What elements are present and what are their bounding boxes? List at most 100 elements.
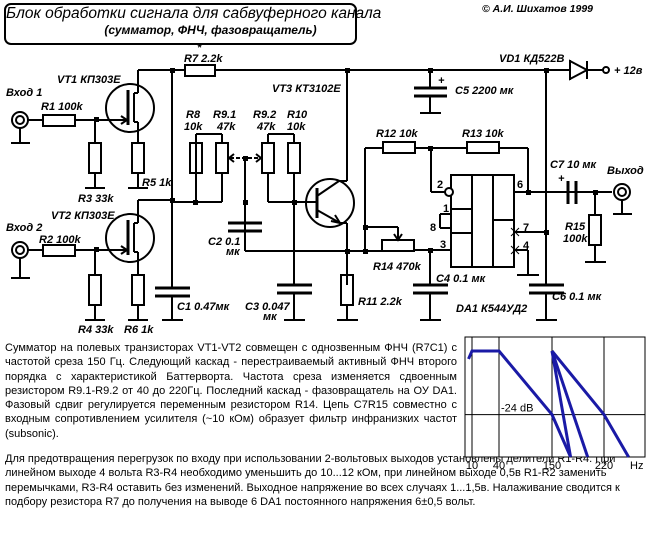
description-paragraph-2: Для предотвращения перегрузок по входу п… (5, 453, 620, 508)
r5-label: R5 1k (142, 177, 172, 189)
diode-vd1 (569, 59, 590, 81)
junction-dot (243, 200, 248, 205)
resistor-r3 (88, 142, 102, 174)
junction-dot (94, 247, 99, 252)
c3-label: C3 0.047 (245, 301, 291, 313)
wiper-arrow (227, 153, 235, 163)
transistor-vt1 (105, 70, 155, 143)
junction-dot (428, 248, 433, 253)
c6-label: C6 0.1 мк (552, 291, 603, 303)
junction-dot (363, 249, 368, 254)
title-box: Блок обработки сигнала для сабвуферного … (4, 3, 382, 45)
r10-name: R10 (287, 109, 308, 121)
pin-6: 6 (517, 179, 523, 191)
output-label: Выход (607, 165, 644, 177)
opamp-da1 (439, 174, 590, 276)
c1-label: C1 0.47мк (177, 301, 231, 313)
c4-label: C4 0.1 мк (436, 273, 487, 285)
pin-2: 2 (437, 179, 443, 191)
r13-label: R13 10k (462, 128, 504, 140)
r4-label: R4 33k (78, 324, 114, 335)
copyright: © А.И. Шихатов 1999 (482, 3, 594, 15)
series-line-1 (550, 350, 573, 458)
r2-label: R2 100k (39, 234, 81, 246)
da1-label: DA1 К544УД2 (456, 303, 527, 315)
circuit-schematic: Вход 1 Вход 2 R1 100k R2 100k R3 33k R4 … (6, 42, 644, 335)
input1-label: Вход 1 (6, 87, 42, 99)
junction-dot (345, 249, 350, 254)
resistor-r6 (131, 274, 145, 306)
junction-dot (544, 230, 549, 235)
resistor-r5 (131, 142, 145, 174)
r7-select-mark: * (197, 42, 202, 54)
annotation-24db: -24 dB (501, 403, 533, 415)
input1-jack (11, 111, 29, 129)
r14-label: R14 470k (373, 261, 422, 273)
resistor-r2 (42, 244, 76, 257)
pin-4: 4 (523, 240, 530, 252)
series-line-0 (467, 349, 572, 458)
resistor-r9-1 (215, 142, 229, 174)
input2-jack (11, 241, 29, 259)
output-jack (613, 183, 631, 201)
junction-dot (94, 117, 99, 122)
input2-jack-center (15, 245, 25, 255)
resistor-r10 (287, 142, 301, 174)
vt1-label: VT1 КП303Е (57, 74, 121, 86)
r9-1-name: R9.1 (213, 109, 236, 121)
r9-2-name: R9.2 (253, 109, 276, 121)
r12-label: R12 10k (376, 128, 418, 140)
r15-value: 100k (563, 233, 588, 245)
junction-dot (428, 68, 433, 73)
r10-value: 10k (287, 121, 306, 133)
c7-label: C7 10 мк (550, 159, 598, 171)
r8-value: 10k (184, 121, 203, 133)
r15-name: R15 (565, 221, 586, 233)
c3-unit: мк (263, 311, 278, 323)
c7-polarity: + (558, 173, 565, 185)
c2-label: C2 0.1 (208, 236, 240, 248)
r9-1-value: 47k (216, 121, 236, 133)
r8-name: R8 (186, 109, 201, 121)
pin-8: 8 (430, 222, 436, 234)
input1-jack-center (15, 115, 25, 125)
resistor-r12 (382, 141, 416, 154)
resistor-r1 (42, 114, 76, 127)
junction-dot (345, 68, 350, 73)
x-tick-label: 40 (493, 460, 505, 470)
page-subtitle: (сумматор, ФНЧ, фазовращатель) (104, 23, 317, 37)
junction-dot (193, 200, 198, 205)
x-axis-unit: Hz (630, 460, 643, 470)
transistor-vt2 (105, 199, 172, 275)
x-tick-label: 10 (466, 460, 478, 470)
supply-label: + 12в (614, 65, 643, 77)
supply-terminal (602, 66, 610, 74)
r1-label: R1 100k (41, 101, 83, 113)
series-line-2 (550, 350, 590, 458)
resistor-r15 (588, 214, 602, 246)
input2-label: Вход 2 (6, 222, 42, 234)
pin-7: 7 (523, 222, 529, 234)
junction-dot (526, 190, 531, 195)
c5-label: C5 2200 мк (455, 85, 515, 97)
vd1-label: VD1 КД522В (499, 53, 565, 65)
junction-dot (292, 200, 297, 205)
pin-1: 1 (443, 203, 449, 215)
vt2-label: VT2 КП303Е (51, 210, 115, 222)
junction-dot (428, 146, 433, 151)
resistor-r4 (88, 274, 102, 306)
resistor-r13 (466, 141, 500, 154)
r9-2-value: 47k (256, 121, 276, 133)
page-title: Блок обработки сигнала для сабвуферного … (6, 5, 382, 22)
junction-dot (593, 190, 598, 195)
r7-label: R7 2.2k (184, 53, 223, 65)
junction-dot (363, 225, 368, 230)
x-tick-label: 220 (595, 460, 613, 470)
r6-label: R6 1k (124, 324, 154, 335)
series-line-3 (550, 350, 630, 458)
junction-dot (243, 156, 248, 161)
vt3-label: VT3 КТ3102Е (272, 83, 341, 95)
c2-unit: мк (226, 246, 241, 258)
junction-dot (170, 198, 175, 203)
